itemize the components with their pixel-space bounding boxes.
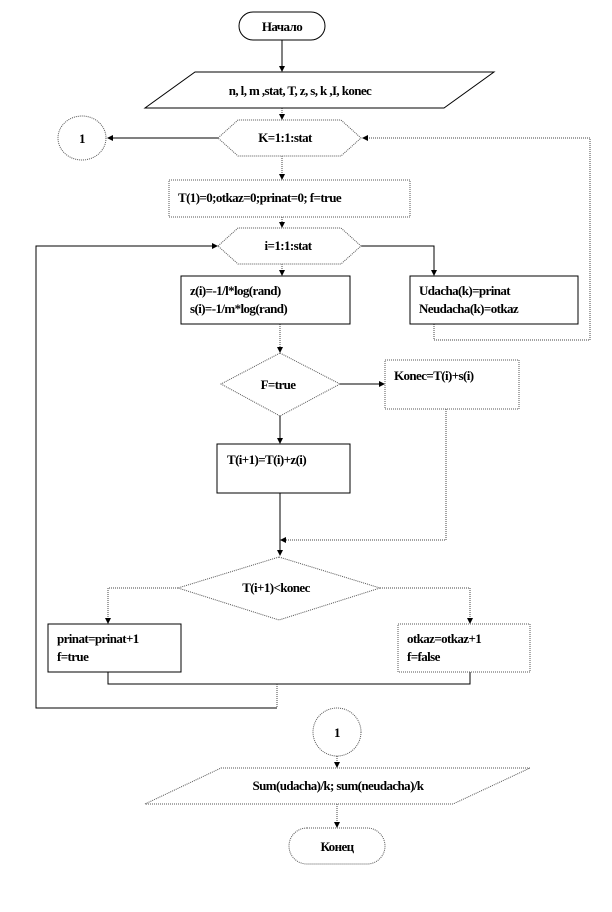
loop-k-label: K=1:1:stat [258, 130, 313, 145]
cond-t-diamond: T(i+1)<konec [176, 556, 382, 621]
cond-f-label: F=true [261, 377, 297, 392]
output-label: Sum(udacha)/k; sum(neudacha)/k [253, 778, 425, 793]
prinat-label: prinat=prinat+1 [57, 631, 139, 646]
t-next-label: T(i+1)=T(i)+z(i) [227, 452, 306, 467]
connector-circle-bottom: 1 [312, 707, 362, 757]
init-box: T(1)=0;otkaz=0;prinat=0; f=true [168, 179, 411, 218]
otkaz-label: otkaz=otkaz+1 [407, 631, 481, 646]
connector-bottom-label: 1 [334, 725, 340, 740]
f-false-label: f=false [407, 649, 441, 664]
save-neudacha-label: Neudacha(k)=otkaz [419, 301, 519, 316]
output-parallelogram: Sum(udacha)/k; sum(neudacha)/k [144, 767, 531, 805]
t-next-box: T(i+1)=T(i)+z(i) [216, 443, 351, 494]
f-true-label: f=true [57, 649, 89, 664]
input-label: n, l, m ,stat, T, z, s, k ,I, konec [229, 83, 372, 98]
start-label: Начало [262, 19, 302, 34]
connector-lines [35, 40, 591, 828]
start-terminator: Начало [238, 11, 326, 41]
end-label: Конец [320, 839, 354, 854]
otkaz-box: otkaz=otkaz+1 f=false [397, 623, 531, 673]
input-parallelogram: n, l, m ,stat, T, z, s, k ,I, konec [143, 71, 496, 109]
save-results-box: Udacha(k)=prinat Neudacha(k)=otkaz [409, 275, 579, 325]
gen-z-label: z(i)=-1/l*log(rand) [190, 283, 281, 298]
prinat-box: prinat=prinat+1 f=true [47, 623, 182, 673]
loop-i-hexagon: i=1:1:stat [217, 227, 362, 265]
cond-t-label: T(i+1)<konec [242, 580, 310, 595]
konec-label: Konec=T(i)+s(i) [394, 368, 474, 383]
gen-s-label: s(i)=-1/m*log(rand) [190, 301, 287, 316]
end-terminator: Конец [288, 827, 386, 865]
connector-top-label: 1 [79, 131, 85, 146]
connector-circle-top: 1 [57, 115, 107, 161]
init-label: T(1)=0;otkaz=0;prinat=0; f=true [178, 190, 342, 205]
loop-k-hexagon: K=1:1:stat [217, 119, 362, 157]
save-udacha-label: Udacha(k)=prinat [419, 283, 511, 298]
generate-box: z(i)=-1/l*log(rand) s(i)=-1/m*log(rand) [180, 275, 351, 325]
konec-box: Konec=T(i)+s(i) [384, 359, 520, 410]
cond-f-diamond: F=true [219, 352, 342, 417]
loop-i-label: i=1:1:stat [265, 238, 313, 253]
